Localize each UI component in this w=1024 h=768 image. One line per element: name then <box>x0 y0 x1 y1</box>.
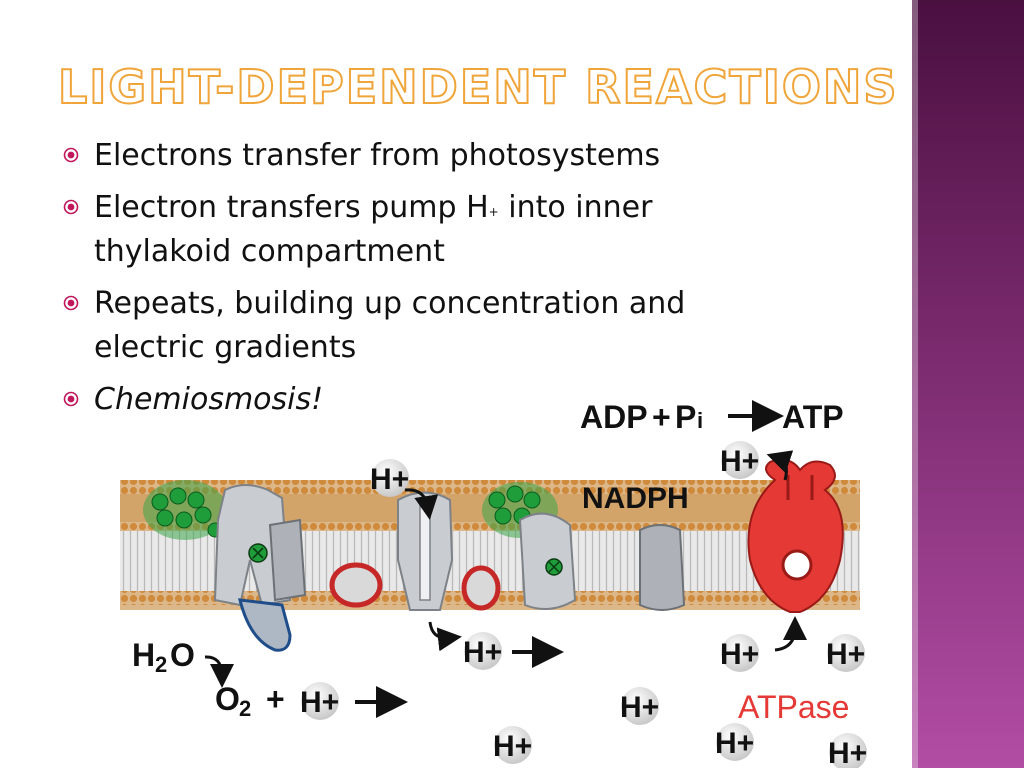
bullet-item: Electron transfers pump H+ into inner th… <box>60 186 760 274</box>
bullet-text-start: Electron transfers pump H <box>94 190 489 225</box>
bullet-text: Chemiosmosis! <box>94 382 324 417</box>
bullet-list: Electrons transfer from photosystems Ele… <box>60 134 760 430</box>
phosphate-subscript: i <box>697 408 703 433</box>
svg-text:H+: H+ <box>370 463 409 496</box>
phosphate-label: P <box>675 399 696 435</box>
curved-arrow-icon <box>204 655 234 688</box>
thylakoid-membrane-diagram: ADP + P i ATP NADPH H+ H+ H+ H+ H+ H+ H+… <box>120 399 867 768</box>
adp-label: ADP <box>580 399 648 435</box>
superscript-plus: + <box>488 205 499 219</box>
nadph-label: NADPH <box>582 482 689 515</box>
svg-text:H+: H+ <box>620 691 659 724</box>
decorative-sidebar <box>912 0 1024 768</box>
plastocyanin <box>461 565 501 611</box>
hplus-ion: H+ <box>826 634 865 672</box>
plastoquinone <box>329 562 383 608</box>
svg-text:H+: H+ <box>720 638 759 671</box>
hplus-ion: H+ <box>720 634 759 672</box>
sidebar-edge <box>912 0 918 768</box>
o2-subscript: 2 <box>239 696 251 721</box>
hplus-ion: H+ <box>720 441 759 479</box>
hplus-ion: H+ <box>715 723 754 761</box>
curved-arrow-icon <box>404 488 439 520</box>
water-splitting: H 2 O O 2 + <box>132 637 285 721</box>
hplus-ion: H+ <box>463 632 502 670</box>
hplus-ion: H+ <box>300 682 339 720</box>
hplus-ion: H+ <box>493 726 532 764</box>
bullet-marker-icon <box>63 391 79 407</box>
bullet-item: Chemiosmosis! <box>60 378 760 422</box>
atp-label: ATP <box>782 399 844 435</box>
hplus-ion: H+ <box>370 459 409 497</box>
atpase-label: ATPase <box>738 689 849 725</box>
svg-text:H+: H+ <box>826 638 865 671</box>
hplus-ion: H+ <box>620 687 659 725</box>
o2-plus: + <box>266 681 285 717</box>
bullet-marker-icon <box>63 147 79 163</box>
slide-title: Light-Dependent Reactions <box>57 59 899 115</box>
bullet-item: Repeats, building up concentration and e… <box>60 282 760 370</box>
svg-text:H+: H+ <box>300 686 339 719</box>
svg-text:H+: H+ <box>493 730 532 763</box>
h2o-o: O <box>170 637 195 673</box>
photosystem-i <box>482 482 577 610</box>
arrows <box>204 450 807 718</box>
bullet-text-end: into inner thylakoid compartment <box>94 190 653 269</box>
adp-to-atp-equation: ADP + P i ATP <box>580 399 844 435</box>
curved-arrow-icon <box>766 450 794 481</box>
svg-text:H+: H+ <box>828 737 867 768</box>
o2-o: O <box>215 681 240 717</box>
h2o-subscript: 2 <box>155 652 167 677</box>
plus-sign: + <box>652 399 671 435</box>
svg-text:H+: H+ <box>715 727 754 760</box>
bullet-text: Electrons transfer from photosystems <box>94 138 661 173</box>
hplus-ion: H+ <box>828 733 867 768</box>
curved-arrow-icon <box>774 616 807 652</box>
cytochrome-complex <box>397 491 454 611</box>
svg-text:H+: H+ <box>463 636 502 669</box>
nadp-reductase <box>639 524 686 611</box>
hydrogen-ions: H+ H+ H+ H+ H+ H+ H+ H+ H+ H+ <box>300 441 867 768</box>
bullet-text: Repeats, building up concentration and e… <box>94 286 686 365</box>
photosystem-ii <box>143 480 307 652</box>
bullet-text: Electron transfers pump H+ into inner th… <box>94 190 652 269</box>
curved-arrow-icon <box>428 621 462 652</box>
bullet-marker-icon <box>63 199 79 215</box>
bullet-item: Electrons transfer from photosystems <box>60 134 760 178</box>
bullet-marker-icon <box>63 295 79 311</box>
h2o-h: H <box>132 637 155 673</box>
svg-text:H+: H+ <box>720 445 759 478</box>
